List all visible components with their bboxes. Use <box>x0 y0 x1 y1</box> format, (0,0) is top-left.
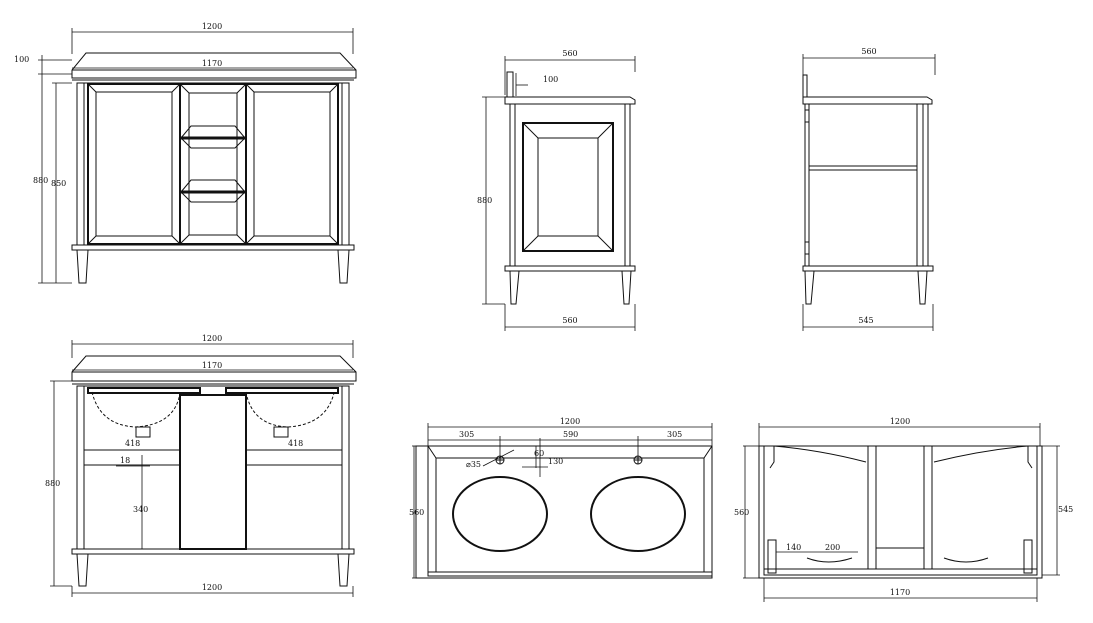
dim-bottom-width: 1200 <box>890 417 910 426</box>
dim-plan-depth: 560 <box>409 508 424 517</box>
dim-height-body: 850 <box>51 179 66 188</box>
dim-bottom-depth-left: 560 <box>734 508 749 517</box>
side-section-view: 560 545 <box>802 47 936 331</box>
dim-top-offset: 100 <box>14 55 29 64</box>
bottom-plan-view: 1200 140 200 560 545 1170 <box>734 417 1073 602</box>
dim-plan-seg-right: 305 <box>667 430 682 439</box>
dim-width-inner: 1170 <box>202 59 222 68</box>
dim-side-width-bottom: 560 <box>562 316 577 325</box>
dim-plan-seg-left: 305 <box>459 430 474 439</box>
front-interior-view: 1200 1170 418 418 18 340 880 <box>45 334 357 597</box>
dim-shelf: 18 <box>120 456 130 465</box>
side-elevation-view: 560 100 880 560 <box>477 49 636 331</box>
dim-plan-seg-mid: 590 <box>563 430 578 439</box>
dim-bottom-foot: 140 <box>786 543 801 552</box>
top-plan-view: 1200 305 590 305 ⌀35 60 130 560 <box>409 417 713 579</box>
dim-bottom-width-bottom: 1170 <box>890 588 910 597</box>
dim-interior-width-inner: 1170 <box>202 361 222 370</box>
dim-interior-width-top: 1200 <box>202 334 222 343</box>
dim-interior-width-bottom: 1200 <box>202 583 222 592</box>
dim-section-width-top: 560 <box>861 47 876 56</box>
dim-section-width-bottom: 545 <box>858 316 873 325</box>
front-elevation-view: 1200 1170 100 <box>14 22 357 284</box>
dim-hole-depth: 130 <box>548 457 563 466</box>
dim-height-total: 880 <box>33 176 48 185</box>
dim-side-splash: 100 <box>543 75 558 84</box>
dim-hole-offset: 60 <box>534 449 544 458</box>
dim-width-top: 1200 <box>202 22 222 31</box>
dim-bottom-foot-gap: 200 <box>825 543 840 552</box>
dim-hole-diameter: ⌀35 <box>466 460 481 469</box>
dim-basin-right: 418 <box>288 439 303 448</box>
dim-side-height: 880 <box>477 196 492 205</box>
dim-drawer-height: 340 <box>133 505 148 514</box>
dim-interior-height: 880 <box>45 479 60 488</box>
dim-side-width-top: 560 <box>562 49 577 58</box>
dim-plan-width: 1200 <box>560 417 580 426</box>
dim-basin-left: 418 <box>125 439 140 448</box>
dim-bottom-depth-right: 545 <box>1058 505 1073 514</box>
